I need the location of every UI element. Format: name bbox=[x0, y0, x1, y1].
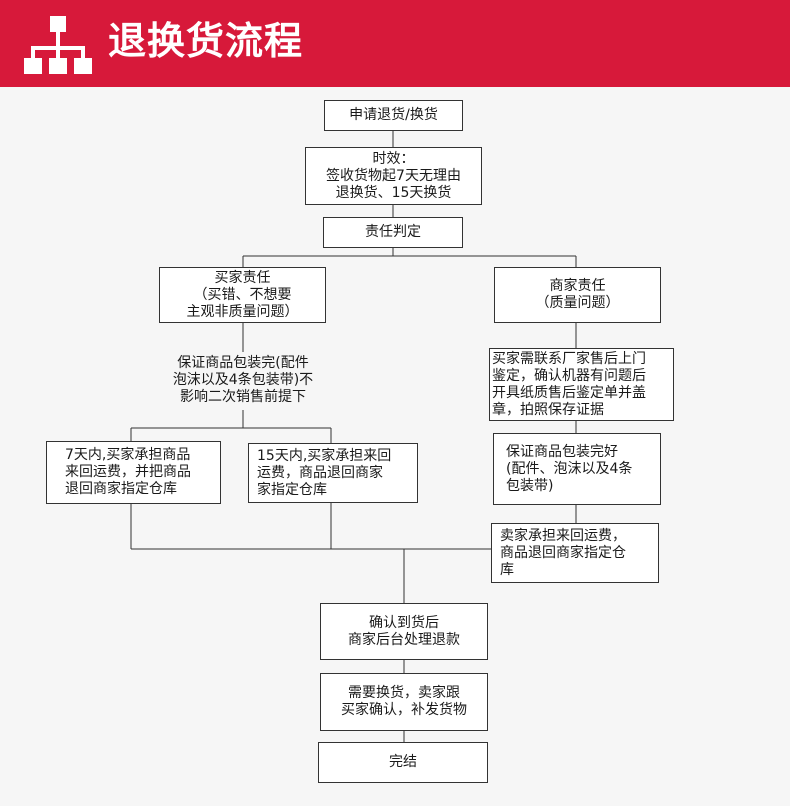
exchange-box: 需要换货，卖家跟 买家确认，补发货物 bbox=[320, 673, 488, 731]
seller-responsibility-box: 商家责任 （质量问题） bbox=[494, 267, 661, 323]
seller-shipping-box: 卖家承担来回运费， 商品退回商家指定仓 库 bbox=[491, 523, 659, 583]
buyer-condition-text: 保证商品包装完(配件 泡沫以及4条包装带)不 影响二次销售前提下 bbox=[172, 355, 314, 405]
buyer-responsibility-box: 买家责任 （买错、不想要 主观非质量问题） bbox=[159, 267, 326, 323]
buyer-7day-box: 7天内,买家承担商品 来回运费，并把商品 退回商家指定仓库 bbox=[46, 441, 221, 504]
confirm-refund-box: 确认到货后 商家后台处理退款 bbox=[320, 603, 488, 660]
done-box: 完结 bbox=[318, 742, 488, 783]
seller-inspection-box: 买家需联系厂家售后上门 鉴定，确认机器有问题后 开具纸质售后鉴定单并盖 章，拍照… bbox=[489, 348, 674, 421]
timing-box: 时效： 签收货物起7天无理由 退换货、15天换货 bbox=[305, 147, 482, 205]
seller-package-box: 保证商品包装完好 (配件、泡沫以及4条 包装带) bbox=[493, 433, 661, 505]
page-title: 退换货流程 bbox=[108, 19, 304, 63]
apply-box: 申请退货/换货 bbox=[324, 100, 463, 131]
judge-box: 责任判定 bbox=[323, 217, 463, 248]
header-banner: 退换货流程 bbox=[0, 0, 790, 87]
hierarchy-icon bbox=[24, 16, 92, 74]
buyer-15day-box: 15天内,买家承担来回 运费，商品退回商家 家指定仓库 bbox=[248, 443, 418, 503]
